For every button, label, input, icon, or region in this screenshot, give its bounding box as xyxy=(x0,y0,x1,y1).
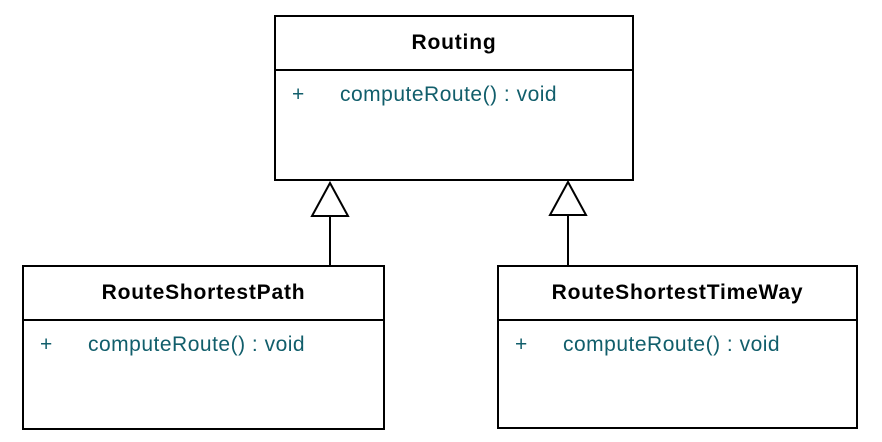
class-title-route-shortest-time-way: RouteShortestTimeWay xyxy=(499,267,856,321)
method-visibility: + xyxy=(515,333,528,356)
class-title-route-shortest-path: RouteShortestPath xyxy=(24,267,383,321)
method-row: + computeRoute() : void xyxy=(515,333,848,357)
class-methods-routing: + computeRoute() : void xyxy=(276,71,632,179)
method-signature: computeRoute() : void xyxy=(88,333,306,356)
class-box-route-shortest-time-way: RouteShortestTimeWay + computeRoute() : … xyxy=(497,265,858,429)
class-title-routing: Routing xyxy=(276,17,632,71)
method-visibility: + xyxy=(40,333,53,356)
class-methods-route-shortest-time-way: + computeRoute() : void xyxy=(499,321,856,427)
class-box-route-shortest-path: RouteShortestPath + computeRoute() : voi… xyxy=(22,265,385,430)
method-signature: computeRoute() : void xyxy=(340,83,558,106)
method-row: + computeRoute() : void xyxy=(292,83,624,107)
generalization-triangle-left-icon xyxy=(310,180,350,217)
generalization-triangle-right-icon xyxy=(548,179,588,216)
class-box-routing: Routing + computeRoute() : void xyxy=(274,15,634,181)
method-visibility: + xyxy=(292,83,305,106)
method-row: + computeRoute() : void xyxy=(40,333,375,357)
class-methods-route-shortest-path: + computeRoute() : void xyxy=(24,321,383,428)
method-signature: computeRoute() : void xyxy=(563,333,781,356)
